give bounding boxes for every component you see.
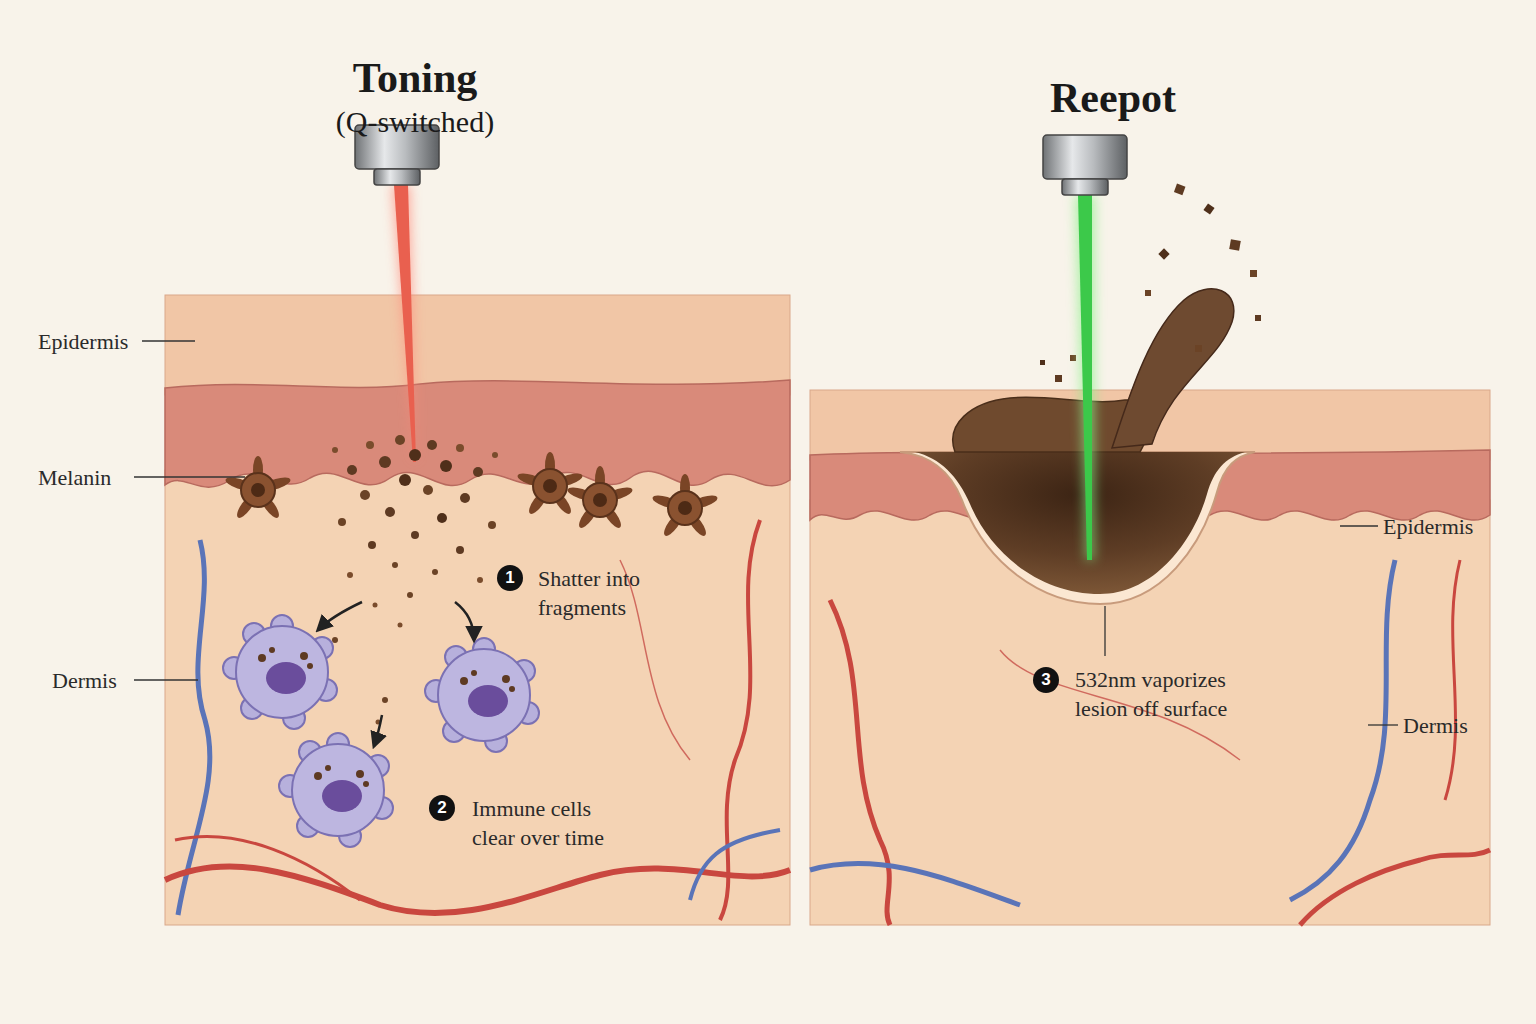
- curved-arrow: [318, 602, 362, 630]
- part-label: Epidermis: [38, 327, 148, 356]
- panel-title: Reepot: [913, 74, 1313, 122]
- crater: [915, 452, 1245, 594]
- fragment: [440, 460, 452, 472]
- artery: [165, 866, 790, 913]
- leader-line: [142, 340, 195, 341]
- epidermis-layer: [165, 295, 790, 395]
- debris-speck: [1158, 248, 1169, 259]
- fragment: [492, 452, 498, 458]
- laser-beam: [1078, 195, 1092, 560]
- fragment: [437, 513, 447, 523]
- part-label: Immune cells clear over time: [472, 794, 627, 852]
- fragment: [409, 449, 421, 461]
- melanocyte: [566, 466, 634, 530]
- panel: Reepot: [810, 70, 1490, 925]
- fragment: [338, 518, 346, 526]
- debris-speck: [1055, 375, 1062, 382]
- fragment: [399, 474, 411, 486]
- callout-number: 2: [429, 795, 455, 821]
- debris: [1112, 289, 1234, 448]
- vein: [690, 830, 780, 900]
- debris-speck: [1040, 360, 1045, 365]
- panel-subtitle: (Q-switched): [215, 104, 615, 139]
- debris-speck: [1195, 345, 1202, 352]
- part-label: Dermis: [52, 666, 142, 695]
- fragment: [332, 447, 338, 453]
- fragment: [360, 490, 370, 500]
- fragment: [347, 572, 353, 578]
- fragment: [395, 435, 405, 445]
- fragment: [379, 456, 391, 468]
- fragment: [460, 493, 470, 503]
- fragment: [411, 531, 419, 539]
- fragment: [473, 467, 483, 477]
- fragment: [382, 697, 388, 703]
- debris-speck: [1174, 184, 1186, 196]
- melanocyte: [224, 456, 292, 520]
- vein: [810, 863, 1020, 905]
- laser-glow: [1075, 195, 1095, 560]
- debris-speck: [1145, 290, 1151, 296]
- fragment: [456, 444, 464, 452]
- macrophage: [223, 615, 337, 729]
- debris-speck: [1255, 315, 1261, 321]
- dermis-layer: [165, 470, 790, 925]
- fragment: [332, 637, 338, 643]
- leader-line: [134, 679, 198, 680]
- handpiece-tip: [374, 169, 420, 185]
- fragment: [347, 465, 357, 475]
- vein: [1290, 560, 1395, 900]
- part-label: 532nm vaporizes lesion off surface: [1075, 665, 1240, 723]
- fragment: [488, 521, 496, 529]
- fragment: [373, 603, 378, 608]
- fragment: [432, 569, 438, 575]
- part-label: Melanin: [38, 463, 138, 492]
- capillary: [1000, 650, 1240, 760]
- fragment: [398, 623, 403, 628]
- callout-number: 3: [1033, 667, 1059, 693]
- laser-beam: [394, 185, 416, 462]
- vein: [178, 540, 210, 915]
- fragment: [423, 485, 433, 495]
- macrophage: [425, 638, 539, 752]
- part-label: Dermis: [1403, 711, 1513, 740]
- part-label: Epidermis: [1383, 512, 1503, 541]
- panel-title: Toning: [215, 54, 615, 102]
- artery: [720, 520, 760, 920]
- handpiece: [1043, 135, 1127, 179]
- leader-line: [1340, 525, 1378, 526]
- handpiece-tip: [1062, 179, 1108, 195]
- melanocyte: [651, 474, 719, 538]
- fragment: [477, 577, 483, 583]
- callout-number: 1: [497, 565, 523, 591]
- fragment: [427, 440, 437, 450]
- artery: [1300, 850, 1490, 925]
- fragment: [407, 592, 413, 598]
- debris-speck: [1229, 239, 1241, 251]
- fragment: [456, 546, 464, 554]
- artery: [830, 600, 890, 925]
- capillary: [1445, 560, 1460, 800]
- curved-arrow: [455, 602, 474, 640]
- debris-speck: [1070, 355, 1076, 361]
- macrophage: [279, 733, 393, 847]
- fragment: [366, 441, 374, 449]
- melanocyte: [516, 452, 584, 516]
- crater-rim: [900, 452, 1255, 604]
- leader-line: [1368, 724, 1398, 725]
- fragment: [368, 541, 376, 549]
- leader-line: [134, 476, 245, 477]
- leader-line: [1104, 606, 1105, 656]
- capillary: [175, 836, 360, 900]
- curved-arrow: [374, 715, 382, 746]
- panel: Toning(Q-switched): [165, 50, 790, 925]
- fragment: [385, 507, 395, 517]
- fragment: [392, 562, 398, 568]
- debris-speck: [1203, 203, 1214, 214]
- part-label: Shatter into fragments: [538, 564, 698, 622]
- debris-speck: [1250, 270, 1257, 277]
